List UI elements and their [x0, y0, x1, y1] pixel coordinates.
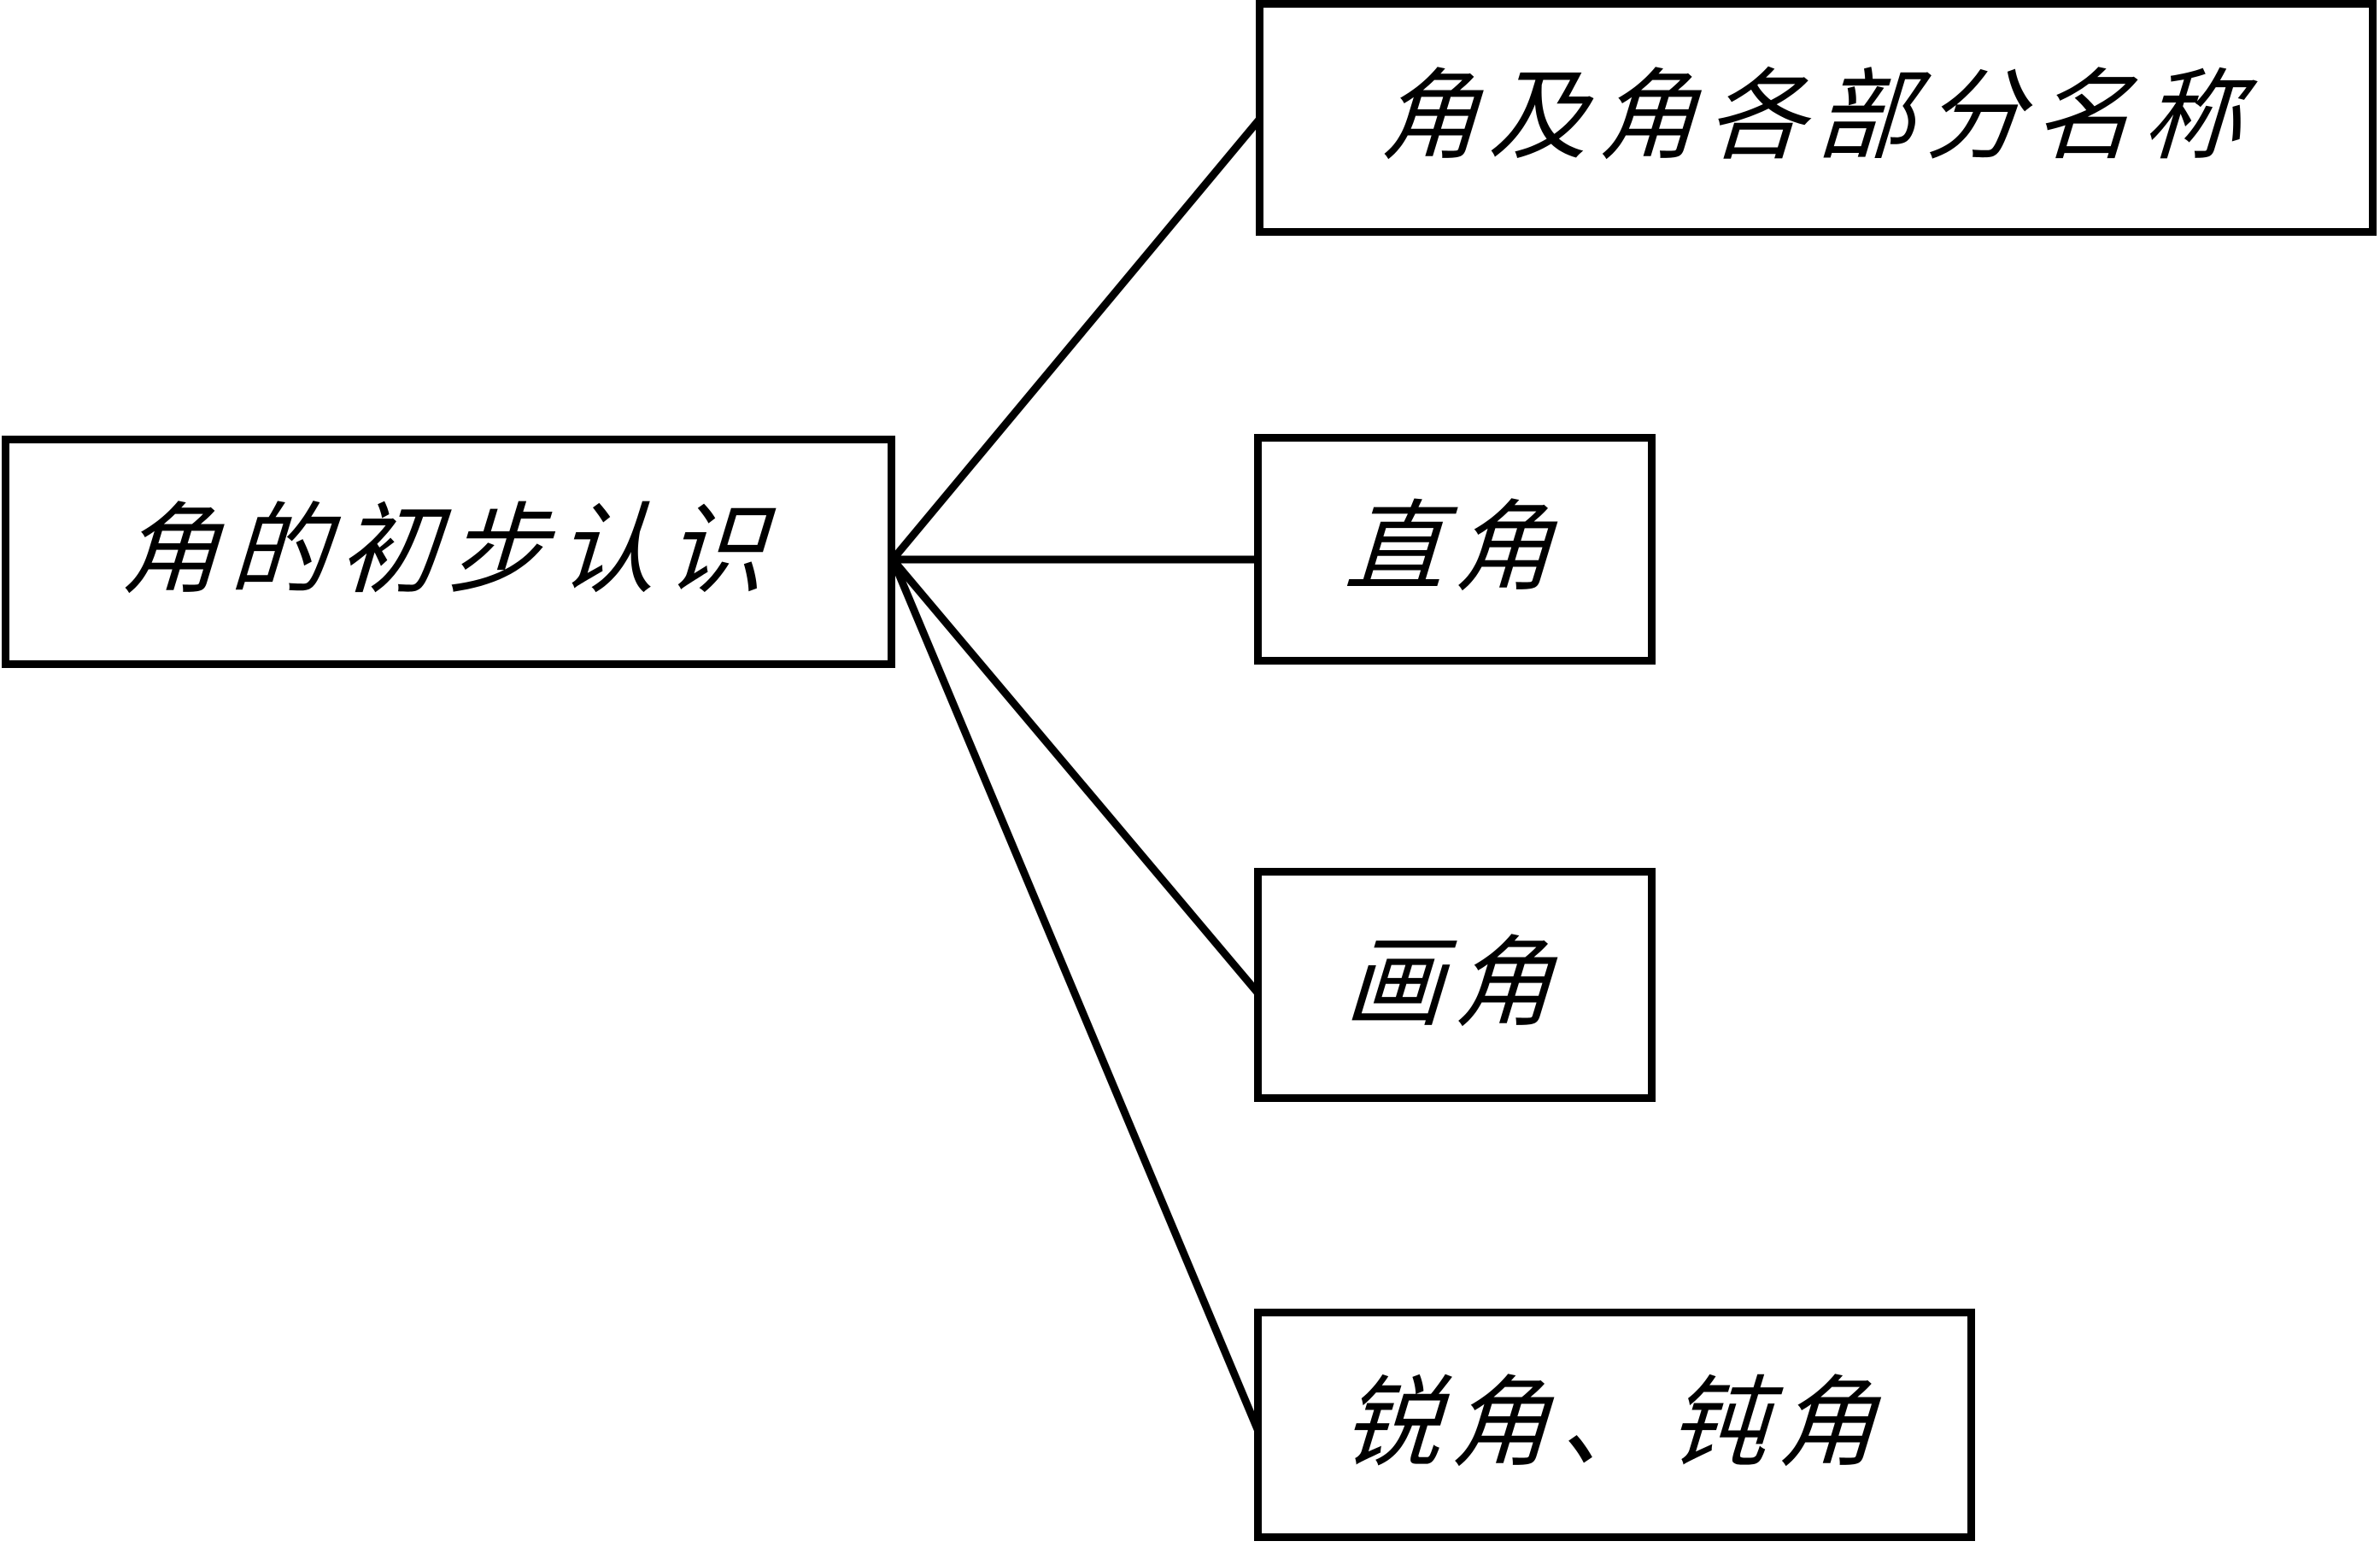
node-child-right-angle-label: 直角 [1343, 495, 1567, 604]
connector-to-child-2 [889, 557, 1261, 995]
node-child-acute-obtuse-angle[interactable]: 锐角、钝角 [1254, 1309, 1975, 1541]
node-child-angle-parts-label: 角及角各部分名称 [1377, 63, 2255, 173]
connector-to-child-3 [888, 558, 1263, 1435]
connector-to-child-0 [889, 117, 1263, 562]
node-child-draw-angle[interactable]: 画角 [1254, 868, 1656, 1102]
node-child-draw-angle-label: 画角 [1343, 930, 1567, 1040]
node-root[interactable]: 角的初步认识 [2, 436, 895, 668]
node-child-angle-parts[interactable]: 角及角各部分名称 [1256, 0, 2377, 236]
node-child-acute-obtuse-angle-label: 锐角、钝角 [1339, 1370, 1891, 1480]
node-root-label: 角的初步认识 [118, 497, 779, 606]
node-child-right-angle[interactable]: 直角 [1254, 434, 1656, 665]
